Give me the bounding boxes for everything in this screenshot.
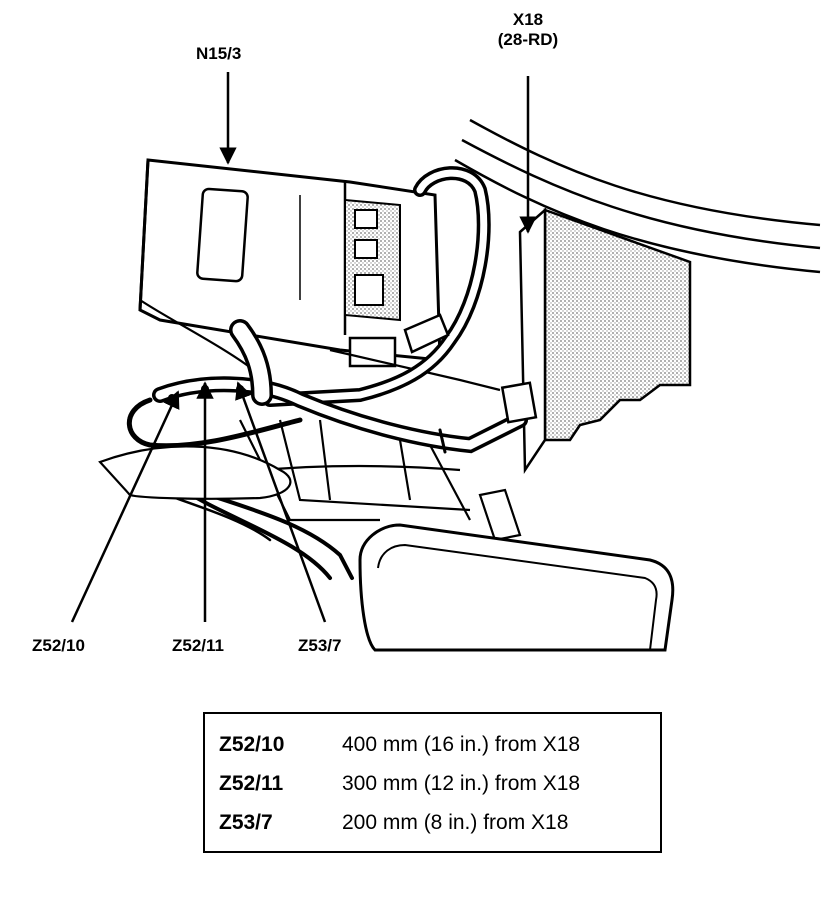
callout-arrows bbox=[70, 72, 537, 623]
splice-markers bbox=[168, 385, 244, 402]
label-x18-line1: X18 bbox=[512, 10, 544, 29]
cover-plate bbox=[358, 523, 675, 652]
label-x18: X18 (28-RD) bbox=[483, 10, 573, 50]
legend-code: Z53/7 bbox=[219, 811, 273, 834]
legend-code: Z52/11 bbox=[219, 772, 284, 795]
splice-z52-10 bbox=[168, 394, 176, 402]
splice-location-legend: Z52/10 400 mm (16 in.) from X18 Z52/11 3… bbox=[203, 712, 662, 853]
label-z53-7: Z53/7 bbox=[298, 636, 342, 655]
control-module-n15-3 bbox=[138, 158, 442, 368]
splice-z53-7 bbox=[236, 385, 244, 393]
label-z52-10: Z52/10 bbox=[32, 636, 85, 655]
lower-tray bbox=[98, 445, 292, 500]
legend-code: Z52/10 bbox=[219, 733, 285, 756]
legend-description: 400 mm (16 in.) from X18 bbox=[342, 733, 581, 756]
label-n15-3: N15/3 bbox=[196, 44, 242, 63]
legend-description: 200 mm (8 in.) from X18 bbox=[342, 811, 569, 834]
side-panel bbox=[518, 207, 692, 475]
arrow-z52-10 bbox=[70, 390, 180, 623]
fender-body-panel bbox=[454, 118, 821, 274]
label-z52-11: Z52/11 bbox=[172, 636, 224, 655]
splice-z52-11 bbox=[201, 385, 209, 393]
label-x18-line2: (28-RD) bbox=[497, 30, 559, 49]
arrow-z53-7 bbox=[235, 381, 327, 623]
legend-description: 300 mm (12 in.) from X18 bbox=[342, 772, 581, 795]
